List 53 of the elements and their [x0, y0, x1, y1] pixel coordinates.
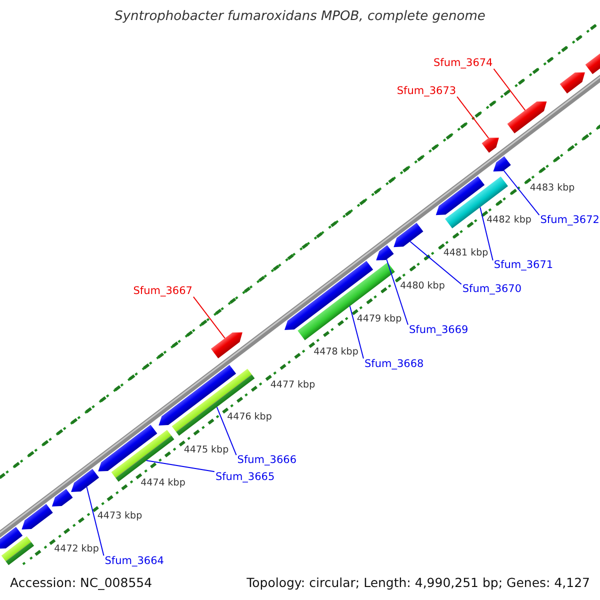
- scale-label: 4475 kbp: [184, 446, 229, 456]
- gene-block: [0, 526, 23, 549]
- gene-label: Sfum_3668: [364, 358, 424, 370]
- gene-bar: [1, 536, 34, 566]
- accession-label: Accession: NC_008554: [8, 576, 154, 590]
- gene-block: [585, 52, 600, 74]
- gene-block: [507, 101, 547, 134]
- gene-block: [52, 488, 73, 506]
- gene-label: Sfum_3666: [237, 455, 296, 466]
- leader-line: [480, 206, 494, 261]
- gene-block: [98, 424, 158, 472]
- scale-label: 4478 kbp: [314, 347, 358, 357]
- gene-label: Sfum_3674: [434, 58, 493, 69]
- scale-label: 4481 kbp: [443, 248, 488, 258]
- gene-block: [436, 176, 485, 216]
- gene-label: Sfum_3671: [494, 260, 554, 271]
- gene-label: Sfum_3665: [215, 472, 275, 482]
- scale-label: 4476 kbp: [227, 412, 272, 422]
- leader-line: [349, 306, 364, 360]
- gene-block: [71, 468, 100, 492]
- scale-label: 4474 kbp: [140, 478, 186, 488]
- leader-line: [146, 460, 215, 472]
- leader-line: [192, 296, 226, 339]
- gene-label: Sfum_3670: [462, 284, 522, 295]
- gene-label: Sfum_3667: [133, 286, 192, 297]
- leader-line: [410, 241, 462, 285]
- gene-block: [482, 138, 499, 153]
- genome-summary: Topology: circular; Length: 4,990,251 bp; Genes: 4,127: [244, 576, 592, 590]
- gene-block: [560, 72, 585, 94]
- gene-bar: [172, 368, 255, 436]
- leader-line: [386, 258, 408, 326]
- leader-line: [503, 170, 540, 216]
- diagram-title: Syntrophobacter fumaroxidans MPOB, complete genome: [114, 10, 486, 23]
- scale-label: 4479 kbp: [356, 314, 402, 324]
- leader-line: [216, 406, 237, 456]
- scale-label: 4473 kbp: [97, 511, 142, 521]
- leader-line: [456, 96, 490, 139]
- gene-label: Sfum_3672: [540, 215, 600, 226]
- scale-label: 4483 kbp: [530, 182, 575, 192]
- gene-bar: [445, 176, 508, 228]
- leader-line: [493, 68, 526, 111]
- gene-block: [493, 156, 511, 172]
- gene-block: [22, 504, 53, 530]
- scale-label: 4472 kbp: [54, 544, 99, 554]
- scale-label: 4482 kbp: [486, 216, 532, 226]
- scale-label: 4480 kbp: [400, 281, 445, 291]
- gene-label: Sfum_3669: [408, 324, 468, 336]
- scale-label: 4477 kbp: [270, 380, 316, 390]
- leader-line: [86, 486, 104, 556]
- gene-block: [394, 222, 424, 248]
- gene-label: Sfum_3664: [104, 556, 164, 566]
- gene-label: Sfum_3673: [396, 86, 456, 97]
- gene-block: [210, 332, 242, 358]
